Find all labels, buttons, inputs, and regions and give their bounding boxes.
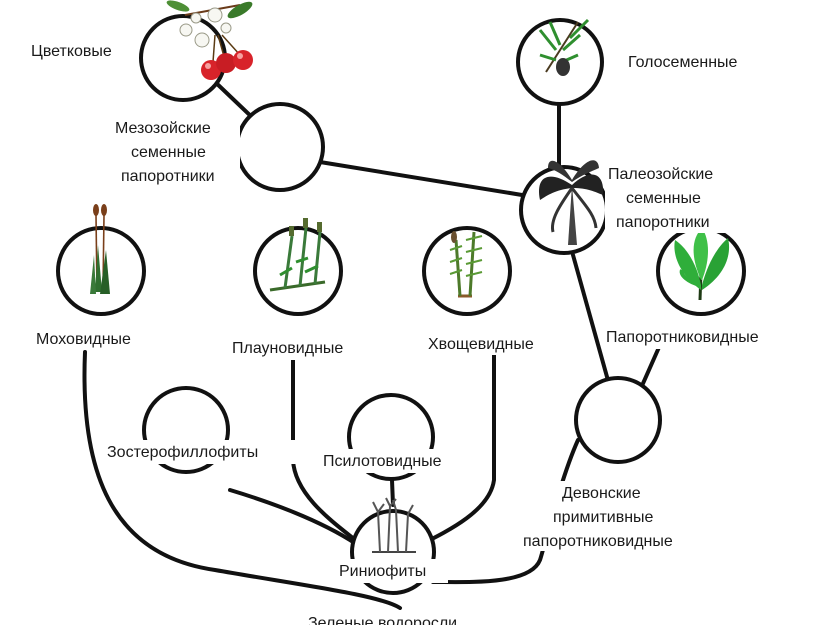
label-devonian-3: папоротниковидные bbox=[523, 533, 673, 550]
label-mesozoic-3: папоротники bbox=[121, 168, 215, 185]
label-zosterophylls: Зостерофиллофиты bbox=[107, 444, 258, 461]
mesozoic-circle bbox=[235, 102, 325, 192]
moss-icon bbox=[90, 204, 110, 294]
label-devonian-2: примитивные bbox=[553, 509, 654, 526]
mosses-circle bbox=[56, 226, 146, 316]
label-lycopods: Плауновидные bbox=[232, 340, 343, 357]
label-rhyniophytes: Риниофиты bbox=[339, 563, 426, 580]
label-devonian-1: Девонские bbox=[562, 485, 641, 502]
lycopods-circle bbox=[253, 226, 343, 316]
node-circles bbox=[56, 14, 746, 595]
fern-icon bbox=[674, 228, 730, 301]
club-moss-icon bbox=[269, 218, 326, 292]
rhynia-icon bbox=[372, 497, 416, 553]
label-paleozoic-1: Палеозойские bbox=[608, 166, 713, 183]
label-ferns: Папоротниковидные bbox=[606, 329, 759, 346]
pine-branch-icon bbox=[538, 18, 590, 76]
label-horsetails: Хвощевидные bbox=[428, 336, 534, 353]
label-gymnosperms: Голосеменные bbox=[628, 54, 738, 71]
label-mesozoic-2: семенные bbox=[131, 144, 206, 161]
label-psilotids: Псилотовидные bbox=[323, 453, 442, 470]
label-flowering: Цветковые bbox=[31, 43, 112, 60]
label-mesozoic-1: Мезозойские bbox=[115, 120, 211, 137]
node-labels: Цветковые Голосеменные Мезозойские семен… bbox=[31, 43, 759, 625]
label-paleozoic-3: папоротники bbox=[616, 214, 710, 231]
label-paleozoic-2: семенные bbox=[626, 190, 701, 207]
label-green-algae: Зеленые водоросли bbox=[308, 615, 457, 625]
horsetail-icon bbox=[449, 231, 483, 298]
label-masks bbox=[28, 37, 801, 625]
seed-fern-tree-icon bbox=[539, 160, 604, 245]
cherry-blossom-icon bbox=[166, 0, 253, 80]
label-mosses: Моховидные bbox=[36, 331, 131, 348]
horsetails-circle bbox=[422, 226, 512, 316]
devonian-circle bbox=[574, 376, 662, 464]
